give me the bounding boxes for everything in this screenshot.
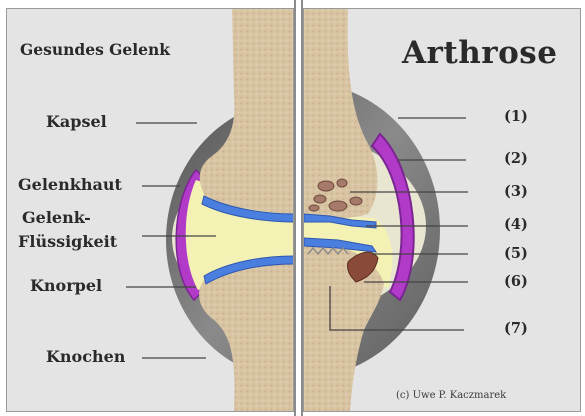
- copyright-credit: (c) Uwe P. Kaczmarek: [396, 390, 506, 401]
- healthy-joint-title: Gesundes Gelenk: [20, 40, 170, 59]
- label-gelenkhaut: Gelenkhaut: [18, 175, 122, 194]
- label-kapsel: Kapsel: [46, 112, 107, 131]
- marker-2: (2): [504, 150, 528, 167]
- arthrosis-title: Arthrose: [402, 35, 557, 71]
- label-knochen: Knochen: [46, 347, 125, 366]
- label-fluessigkeit: Flüssigkeit: [18, 232, 117, 251]
- marker-3: (3): [504, 183, 528, 200]
- label-gelenk: Gelenk-: [22, 208, 91, 227]
- panel-divider: [294, 0, 303, 416]
- marker-1: (1): [504, 108, 528, 125]
- upper-bone-left: [200, 9, 296, 214]
- label-knorpel: Knorpel: [30, 276, 102, 295]
- marker-5: (5): [504, 245, 528, 262]
- marker-7: (7): [504, 320, 528, 337]
- marker-6: (6): [504, 273, 528, 290]
- marker-4: (4): [504, 216, 528, 233]
